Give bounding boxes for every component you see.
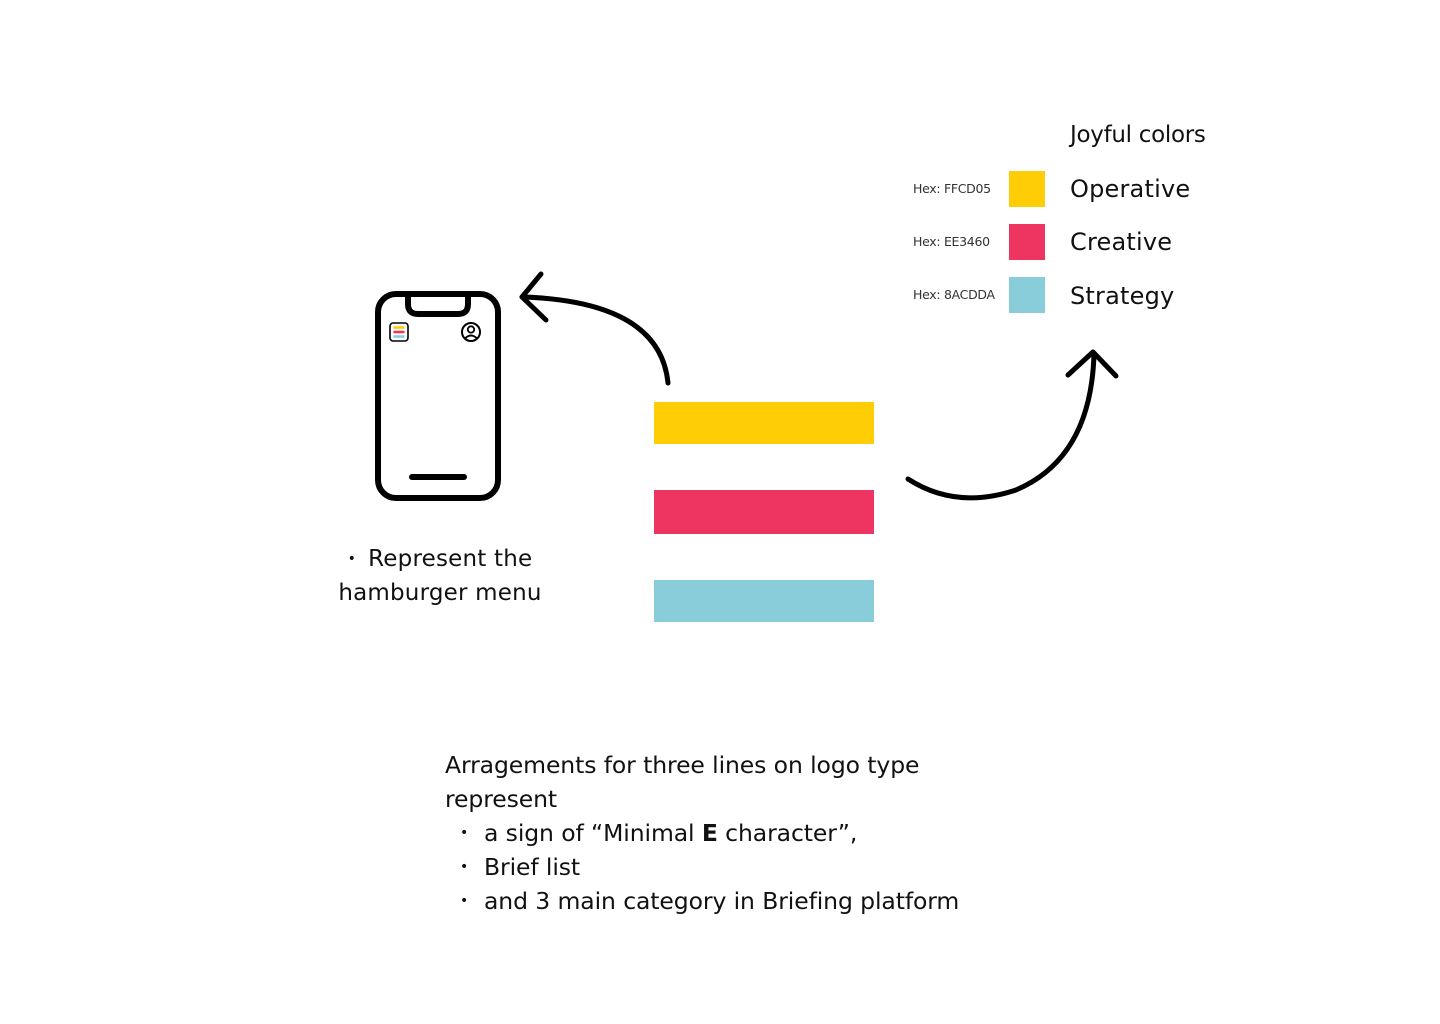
bullet: • xyxy=(347,551,357,567)
description-item1-bold: E xyxy=(701,819,718,847)
color-name: Strategy xyxy=(1070,282,1175,310)
description-item3: and 3 main category in Briefing platform xyxy=(484,887,960,915)
color-name: Operative xyxy=(1070,175,1191,203)
description: Arragements for three lines on logo type… xyxy=(445,748,1065,918)
color-name: Creative xyxy=(1070,228,1173,256)
logo-bar-operative xyxy=(654,402,874,444)
description-item: • Brief list xyxy=(445,850,1065,884)
hex-label: Hex: 8ACDDA xyxy=(913,287,995,302)
description-title: Arragements for three lines on logo type… xyxy=(445,751,920,813)
bullet: • xyxy=(460,893,469,909)
phone-caption-line1-row: • Represent the xyxy=(300,542,580,576)
palette-title: Joyful colors xyxy=(1070,122,1206,148)
color-swatch-creative xyxy=(1009,224,1045,260)
phone-illustration xyxy=(375,291,501,501)
palette-row-strategy: Hex: 8ACDDA Strategy xyxy=(900,277,1300,315)
bullet: • xyxy=(460,859,469,875)
phone-caption-line2: hamburger menu xyxy=(338,580,542,606)
description-item1-before: a sign of “Minimal xyxy=(484,819,702,847)
logo-bar-creative xyxy=(654,490,874,534)
description-list: • a sign of “Minimal E character”, • Brief… xyxy=(445,816,1065,918)
description-item: • a sign of “Minimal E character”, xyxy=(445,816,1065,850)
palette-row-operative: Hex: FFCD05 Operative xyxy=(900,171,1300,209)
description-item1-after: character”, xyxy=(717,819,858,847)
color-swatch-strategy xyxy=(1009,277,1045,313)
color-swatch-operative xyxy=(1009,171,1045,207)
palette-row-creative: Hex: EE3460 Creative xyxy=(900,224,1300,262)
hex-label: Hex: FFCD05 xyxy=(913,181,991,196)
bullet: • xyxy=(460,825,469,841)
phone-caption-line1: Represent the xyxy=(368,546,533,572)
user-profile-icon xyxy=(461,322,481,342)
description-item: • and 3 main category in Briefing platfor… xyxy=(445,884,1065,918)
hamburger-menu-icon xyxy=(389,322,409,342)
description-item2: Brief list xyxy=(484,853,581,881)
arrow-to-phone-icon xyxy=(519,271,671,386)
hex-label: Hex: EE3460 xyxy=(913,234,990,249)
phone-caption: • Represent the hamburger menu xyxy=(300,542,580,610)
arrow-to-palette-icon xyxy=(905,349,1119,501)
logo-bar-strategy xyxy=(654,580,874,622)
